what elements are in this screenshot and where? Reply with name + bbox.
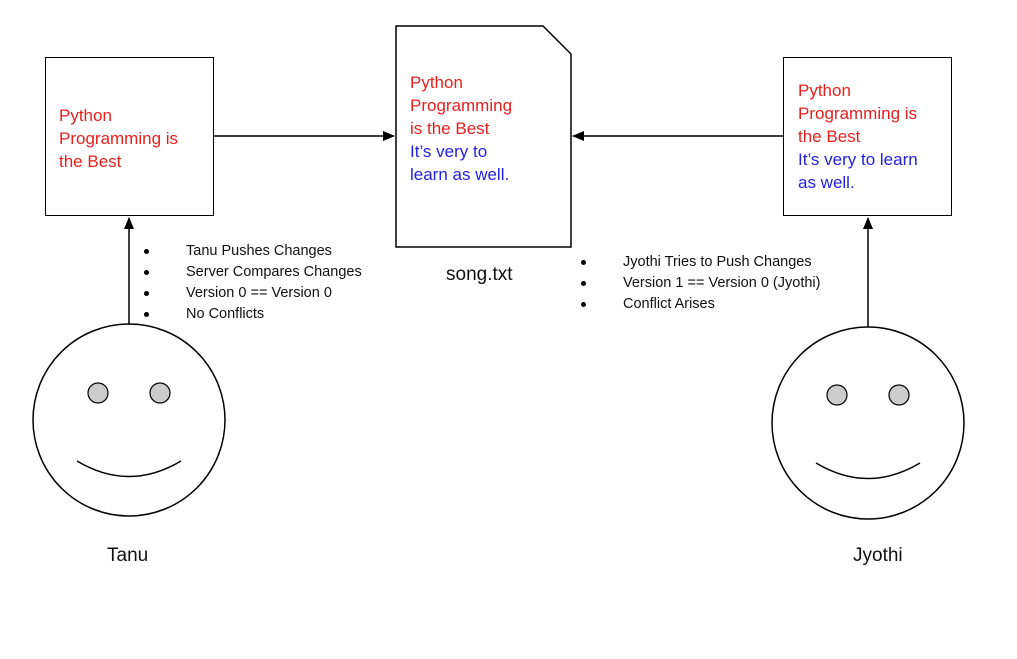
- list-item: Conflict Arises: [579, 294, 820, 315]
- doc-original-line: is the Best: [410, 119, 490, 138]
- tanu-file-box: [45, 57, 214, 216]
- document-icon: [395, 25, 572, 248]
- doc-original-line: Python: [410, 73, 463, 92]
- jyothi-notes-list: Jyothi Tries to Push Changes Version 1 =…: [579, 252, 820, 315]
- smiley-face-icon: [771, 326, 965, 520]
- jyothi-original-line: the Best: [798, 127, 861, 146]
- list-item: Version 0 == Version 0: [142, 283, 362, 304]
- jyothi-file-text: Python Programming is the Best It’s very…: [798, 79, 918, 194]
- list-item: Version 1 == Version 0 (Jyothi): [579, 273, 820, 294]
- doc-original-line: Programming: [410, 96, 513, 115]
- jyothi-added-line: as well.: [798, 173, 855, 192]
- doc-added-line: learn as well.: [410, 165, 510, 184]
- list-item: Tanu Pushes Changes: [142, 241, 362, 262]
- jyothi-file-box: [783, 57, 952, 216]
- jyothi-original-line: Programming is: [798, 104, 918, 123]
- tanu-file-line: Python: [59, 106, 112, 125]
- tanu-file-line: the Best: [59, 152, 122, 171]
- list-item: No Conflicts: [142, 304, 362, 325]
- tanu-file-text: Python Programming is the Best: [59, 104, 178, 173]
- document-filename: song.txt: [446, 264, 513, 285]
- tanu-file-line: Programming is: [59, 129, 179, 148]
- person-name-jyothi: Jyothi: [853, 545, 903, 566]
- smiley-face-icon: [32, 323, 226, 517]
- list-item: Jyothi Tries to Push Changes: [579, 252, 820, 273]
- jyothi-added-line: It’s very to learn: [798, 150, 918, 169]
- song-document-text: Python Programming is the Best It’s very…: [410, 71, 512, 186]
- list-item: Server Compares Changes: [142, 262, 362, 283]
- tanu-notes-list: Tanu Pushes Changes Server Compares Chan…: [142, 241, 362, 325]
- doc-added-line: It’s very to: [410, 142, 488, 161]
- person-name-tanu: Tanu: [107, 545, 149, 566]
- jyothi-original-line: Python: [798, 81, 851, 100]
